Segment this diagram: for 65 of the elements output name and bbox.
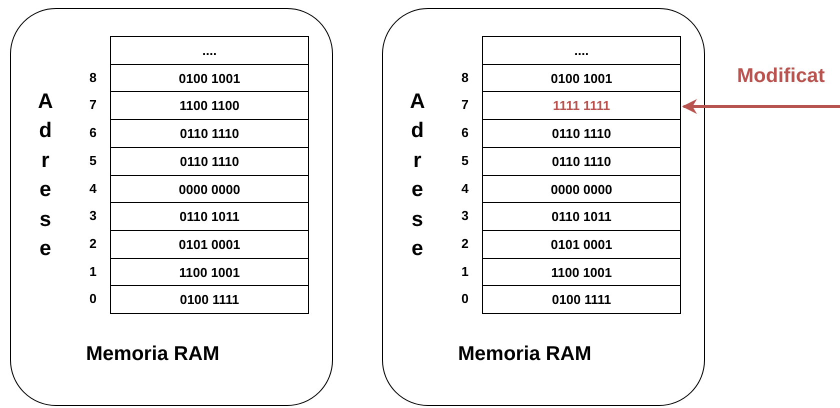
address-number: 8 [460,70,470,85]
memory-cell [110,119,309,148]
memory-title: Memoria RAM [86,343,220,366]
address-number: 0 [460,291,470,306]
address-number: 3 [88,208,98,224]
memory-cell [482,36,681,66]
cell-value: 0100 1111 [180,292,240,308]
memory-cell [482,202,681,232]
cell-value: 0110 1110 [552,126,612,142]
address-number: 6 [88,125,98,140]
address-number: 2 [460,236,470,251]
cell-value: 0110 1011 [551,209,612,224]
memory-cell [482,258,681,287]
address-number: 1 [460,264,470,279]
cell-value: 0110 1011 [179,209,240,224]
cell-value: 0100 1001 [550,70,612,86]
address-number: 5 [88,152,98,168]
cell-value: 0000 0000 [178,182,240,197]
cell-value: 0101 0001 [178,236,240,252]
address-number: 4 [88,180,98,196]
memory-cell [482,174,681,204]
cell-value: 1100 1100 [179,98,240,114]
cell-value: 0110 1110 [552,154,612,169]
cell-value: 0100 1001 [178,70,240,86]
address-number: 7 [88,97,98,112]
cell-value: .... [574,43,589,58]
memory-cell [482,64,681,93]
cell-value: 0110 1110 [180,126,240,142]
address-number: 8 [88,70,98,85]
axis-label: Adrese [37,89,54,262]
address-number: 5 [460,152,470,168]
memory-cell [110,174,309,204]
memory-cell [110,36,309,66]
address-number: 0 [88,291,98,306]
arrow [682,99,840,114]
address-number: 6 [460,125,470,140]
memory-cell [482,119,681,148]
cell-value: 0100 1111 [552,292,612,308]
address-number: 1 [88,264,98,279]
axis-label: Adrese [409,89,426,262]
memory-title: Memoria RAM [458,343,592,366]
memory-cell [482,285,681,314]
memory-cell [482,91,681,121]
memory-cell [482,146,681,176]
memory-cell [110,285,309,314]
memory-cell [110,146,309,176]
memory-cell [110,230,309,260]
cell-value: .... [202,43,217,58]
cell-value: 0000 0000 [550,182,612,197]
address-number: 2 [88,236,98,251]
memory-panel [10,8,333,406]
memory-panel [382,8,705,406]
address-number: 3 [460,208,470,224]
memory-cell [110,91,309,121]
memory-cell [110,64,309,93]
address-number: 7 [460,97,470,112]
address-number: 4 [460,180,470,196]
cell-value: 0110 1110 [180,154,240,169]
memory-cell [482,230,681,260]
cell-value: 1111 1111 [552,98,610,114]
cell-value: 1100 1001 [551,264,612,280]
memory-cell [110,202,309,232]
memory-cell [110,258,309,287]
cell-value: 1100 1001 [179,264,240,280]
cell-value: 0101 0001 [550,236,612,252]
